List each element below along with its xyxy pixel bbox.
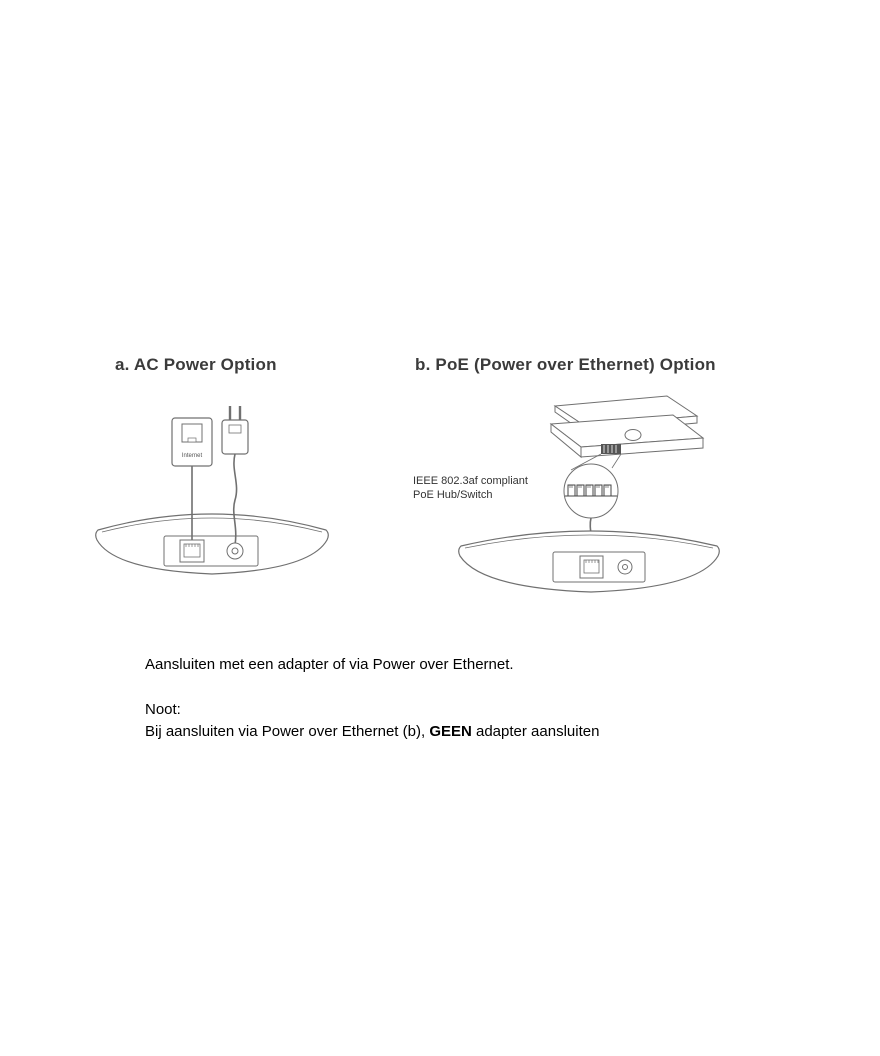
dc-power-port xyxy=(617,559,633,575)
adapter-cable xyxy=(232,453,238,546)
note-bold: GEEN xyxy=(429,723,472,740)
device-base xyxy=(95,513,329,575)
poe-diagram: IEEE 802.3af compliant PoE Hub/Switch xyxy=(413,395,720,593)
heading-poe-option: b. PoE (Power over Ethernet) Option xyxy=(415,355,716,374)
note-suffix: adapter aansluiten xyxy=(471,723,600,740)
dc-power-port xyxy=(226,542,244,560)
power-adapter xyxy=(221,406,249,455)
ethernet-port xyxy=(579,555,604,579)
note-prefix: Bij aansluiten via Power over Ethernet (… xyxy=(145,723,430,740)
heading-ac-power-option: a. AC Power Option xyxy=(115,355,277,374)
switch-port-block xyxy=(601,444,621,454)
note-title: Noot: xyxy=(145,701,181,718)
ac-power-diagram: Internet xyxy=(95,406,329,575)
poe-label-line2: PoE Hub/Switch xyxy=(413,489,492,501)
magnifier-line-left xyxy=(570,453,602,471)
magnifier-circle xyxy=(563,463,619,519)
wall-jack-label: Internet xyxy=(182,453,203,459)
switch-knob xyxy=(624,429,642,441)
ethernet-port xyxy=(179,539,205,563)
note-line: Bij aansluiten via Power over Ethernet (… xyxy=(145,723,599,740)
instruction-line: Aansluiten met een adapter of via Power … xyxy=(145,656,514,673)
magnifier-line-right xyxy=(611,453,622,469)
wall-jack: Internet xyxy=(171,417,213,467)
poe-label-line1: IEEE 802.3af compliant xyxy=(413,475,528,487)
poe-switch xyxy=(549,395,705,459)
device-base xyxy=(458,530,720,593)
